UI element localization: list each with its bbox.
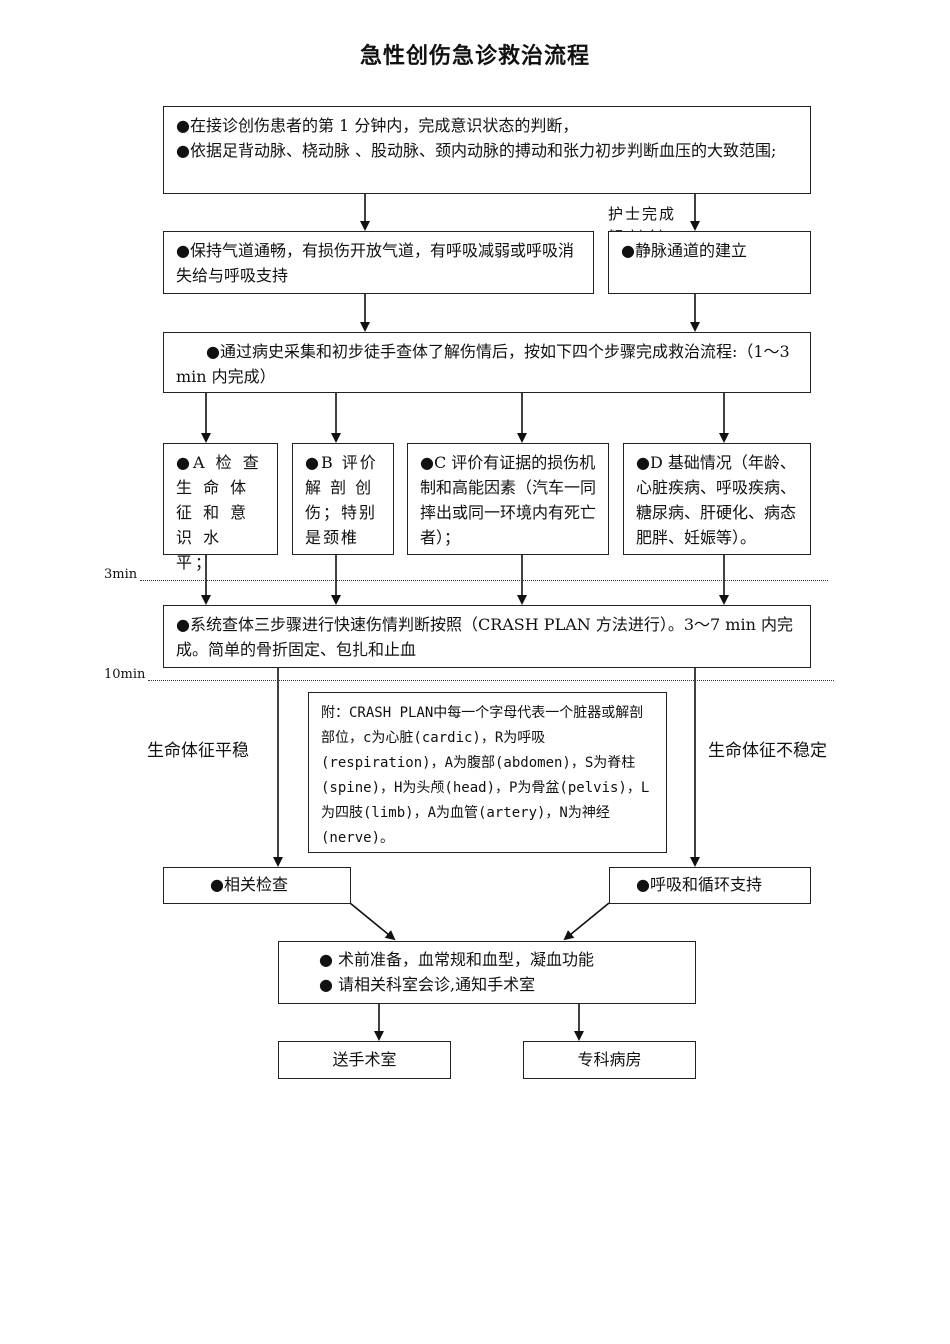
- crash-plan-note: 附：CRASH PLAN中每一个字母代表一个脏器或解剖部位，c为心脏(cardi…: [308, 692, 667, 853]
- step-d-text: ●D 基础情况（年龄、心脏疾病、呼吸疾病、糖尿病、肝硬化、病态肥胖、妊娠等）。: [636, 453, 797, 547]
- time-marker-3min: 3min: [104, 567, 138, 582]
- to-or-box: 送手术室: [278, 1041, 451, 1079]
- iv-access-text: ●静脉通道的建立: [621, 241, 747, 260]
- resp-circ-support-box: ●呼吸和循环支持: [609, 867, 811, 904]
- preop-text: ● 术前准备，血常规和血型，凝血功能: [319, 950, 595, 969]
- time-line-10min: [148, 680, 834, 681]
- specialty-ward-box: 专科病房: [523, 1041, 696, 1079]
- page-title: 急性创伤急诊救治流程: [359, 44, 590, 69]
- time-marker-10min: 10min: [104, 667, 146, 682]
- crash-plan-text: ●系统查体三步骤进行快速伤情判断按照（CRASH PLAN 方法进行）。3～7 …: [176, 615, 793, 659]
- crash-plan-note-text: 附：CRASH PLAN中每一个字母代表一个脏器或解剖部位，c为心脏(cardi…: [321, 705, 650, 846]
- airway-text: ●保持气道通畅，有损伤开放气道，有呼吸减弱或呼吸消失给与呼吸支持: [176, 241, 574, 285]
- step-c-box: ●C 评价有证据的损伤机制和高能因素（汽车一同摔出或同一环境内有死亡者）；: [407, 443, 609, 555]
- step-a-text: ●A 检 查 生 命 体 征 和 意 识 水 平；: [176, 453, 262, 572]
- stable-vitals-label: 生命体征平稳: [147, 741, 249, 761]
- step-a-box: ●A 检 查 生 命 体 征 和 意 识 水 平；: [163, 443, 278, 572]
- resp-circ-support-text: ●呼吸和循环支持: [636, 875, 762, 894]
- blood-pressure-text: ●依据足背动脉、桡动脉 、股动脉、颈内动脉的搏动和张力初步判断血压的大致范围;: [176, 141, 777, 160]
- related-exam-box: ●相关检查: [163, 867, 351, 904]
- step-b-box: ●B 评价 解 剖 创 伤；特别 是颈椎: [292, 443, 394, 555]
- step-c-text: ●C 评价有证据的损伤机制和高能因素（汽车一同摔出或同一环境内有死亡者）；: [420, 453, 597, 547]
- preop-box: ● 术前准备，血常规和血型，凝血功能 ● 请相关科室会诊,通知手术室: [278, 941, 696, 1004]
- related-exam-text: ●相关检查: [210, 875, 288, 894]
- unstable-vitals-label: 生命体征不稳定: [708, 741, 827, 761]
- specialty-ward-text: 专科病房: [577, 1050, 642, 1069]
- history-box: ●通过病史采集和初步徒手查体了解伤情后，按如下四个步骤完成救治流程:（1～3 m…: [163, 332, 811, 393]
- step-b-text: ●B 评价 解 剖 创 伤；特别 是颈椎: [305, 453, 378, 547]
- consciousness-text: ●在接诊创伤患者的第 1 分钟内，完成意识状态的判断，: [176, 116, 579, 135]
- airway-box: ●保持气道通畅，有损伤开放气道，有呼吸减弱或呼吸消失给与呼吸支持: [163, 231, 594, 294]
- history-text: ●通过病史采集和初步徒手查体了解伤情后，按如下四个步骤完成救治流程:（1～3 m…: [176, 342, 790, 386]
- nurse-note: 护士完成: [608, 205, 677, 223]
- to-or-text: 送手术室: [332, 1050, 397, 1069]
- time-line-3min: [140, 580, 828, 581]
- crash-plan-box: ●系统查体三步骤进行快速伤情判断按照（CRASH PLAN 方法进行）。3～7 …: [163, 605, 811, 668]
- step-d-box: ●D 基础情况（年龄、心脏疾病、呼吸疾病、糖尿病、肝硬化、病态肥胖、妊娠等）。: [623, 443, 811, 555]
- initial-assessment-box: ●在接诊创伤患者的第 1 分钟内，完成意识状态的判断， ●依据足背动脉、桡动脉 …: [163, 106, 811, 194]
- iv-access-box: ●静脉通道的建立: [608, 231, 811, 294]
- consult-text: ● 请相关科室会诊,通知手术室: [319, 975, 536, 994]
